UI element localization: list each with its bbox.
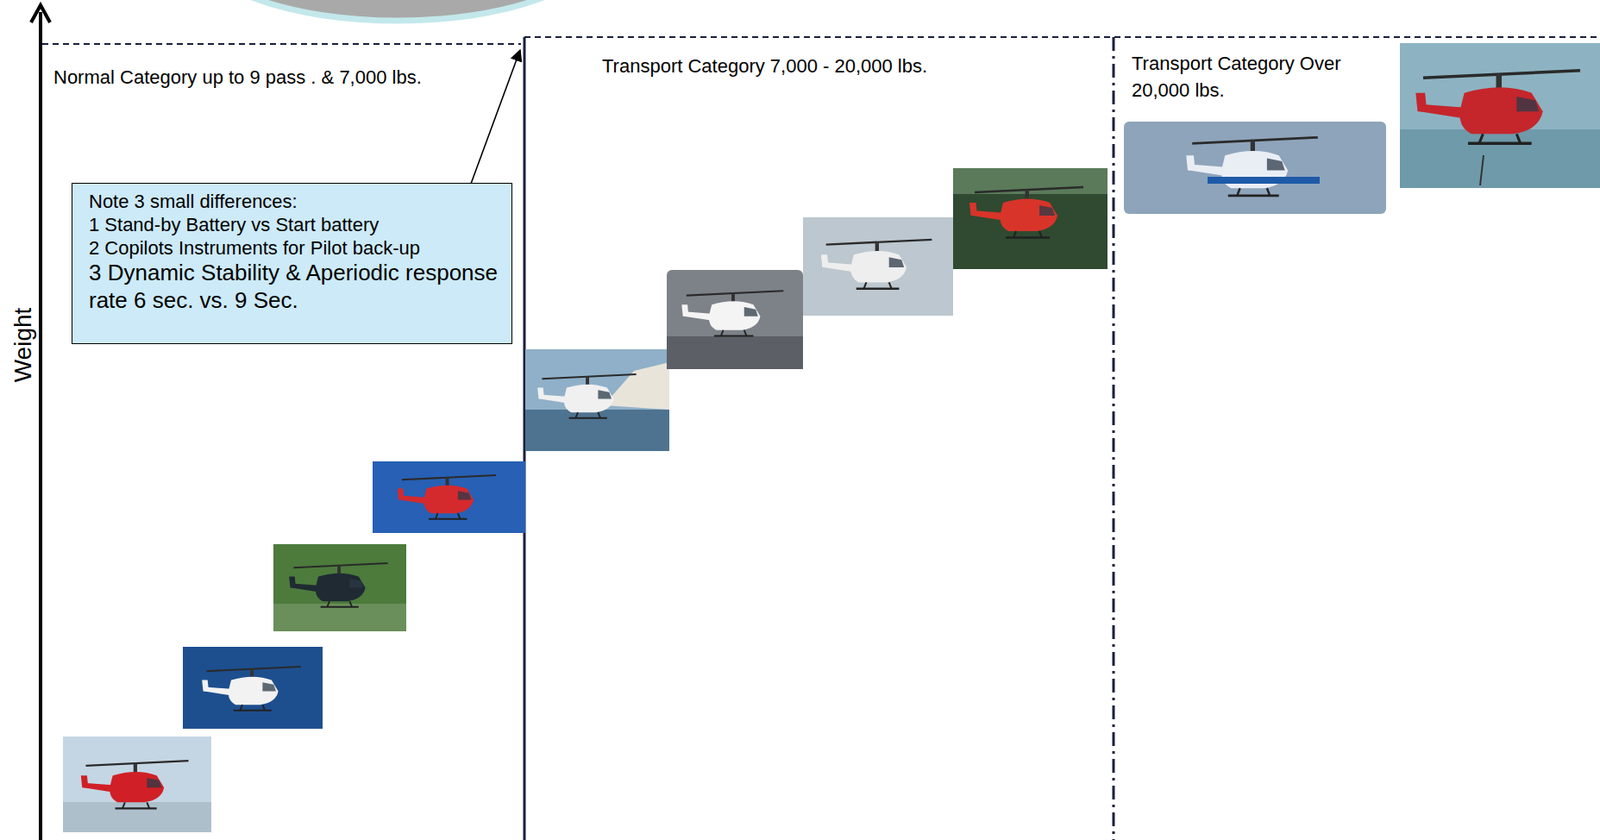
category-label: Transport Category Over 20,000 lbs. [1131,50,1343,105]
note-item: 2 Copilots Instruments for Pilot back-up [88,237,498,261]
axis-label: Weight [8,307,38,383]
category-divider [1112,37,1116,840]
leader-line [470,50,521,184]
note-item: 1 Stand-by Battery vs Start battery [88,213,498,238]
helicopter-photo [525,349,670,452]
category-label: Transport Category 7,000 - 20,000 lbs. [602,55,928,78]
helicopter-photo [666,269,804,370]
note-box: Note 3 small differences:1 Stand-by Batt… [71,182,513,345]
axis-arrowhead [31,5,51,23]
note-item: 3 Dynamic Stability & Aperiodic response… [88,259,498,314]
weight-axis [38,12,43,840]
helicopter-photo [62,736,212,833]
category-label: Normal Category up to 9 pass . & 7,000 l… [53,66,422,89]
note-heading: Note 3 small differences: [88,190,498,214]
helicopter-photo [182,646,323,729]
helicopter-photo [273,544,407,632]
category-limit-line [42,43,521,45]
top-ellipse [197,0,598,21]
helicopter-photo [953,168,1108,270]
helicopter-photo [372,461,526,534]
category-limit-line [524,36,1600,38]
helicopter-photo [1399,43,1600,189]
helicopter-photo [1123,121,1387,214]
helicopter-photo [803,217,954,316]
